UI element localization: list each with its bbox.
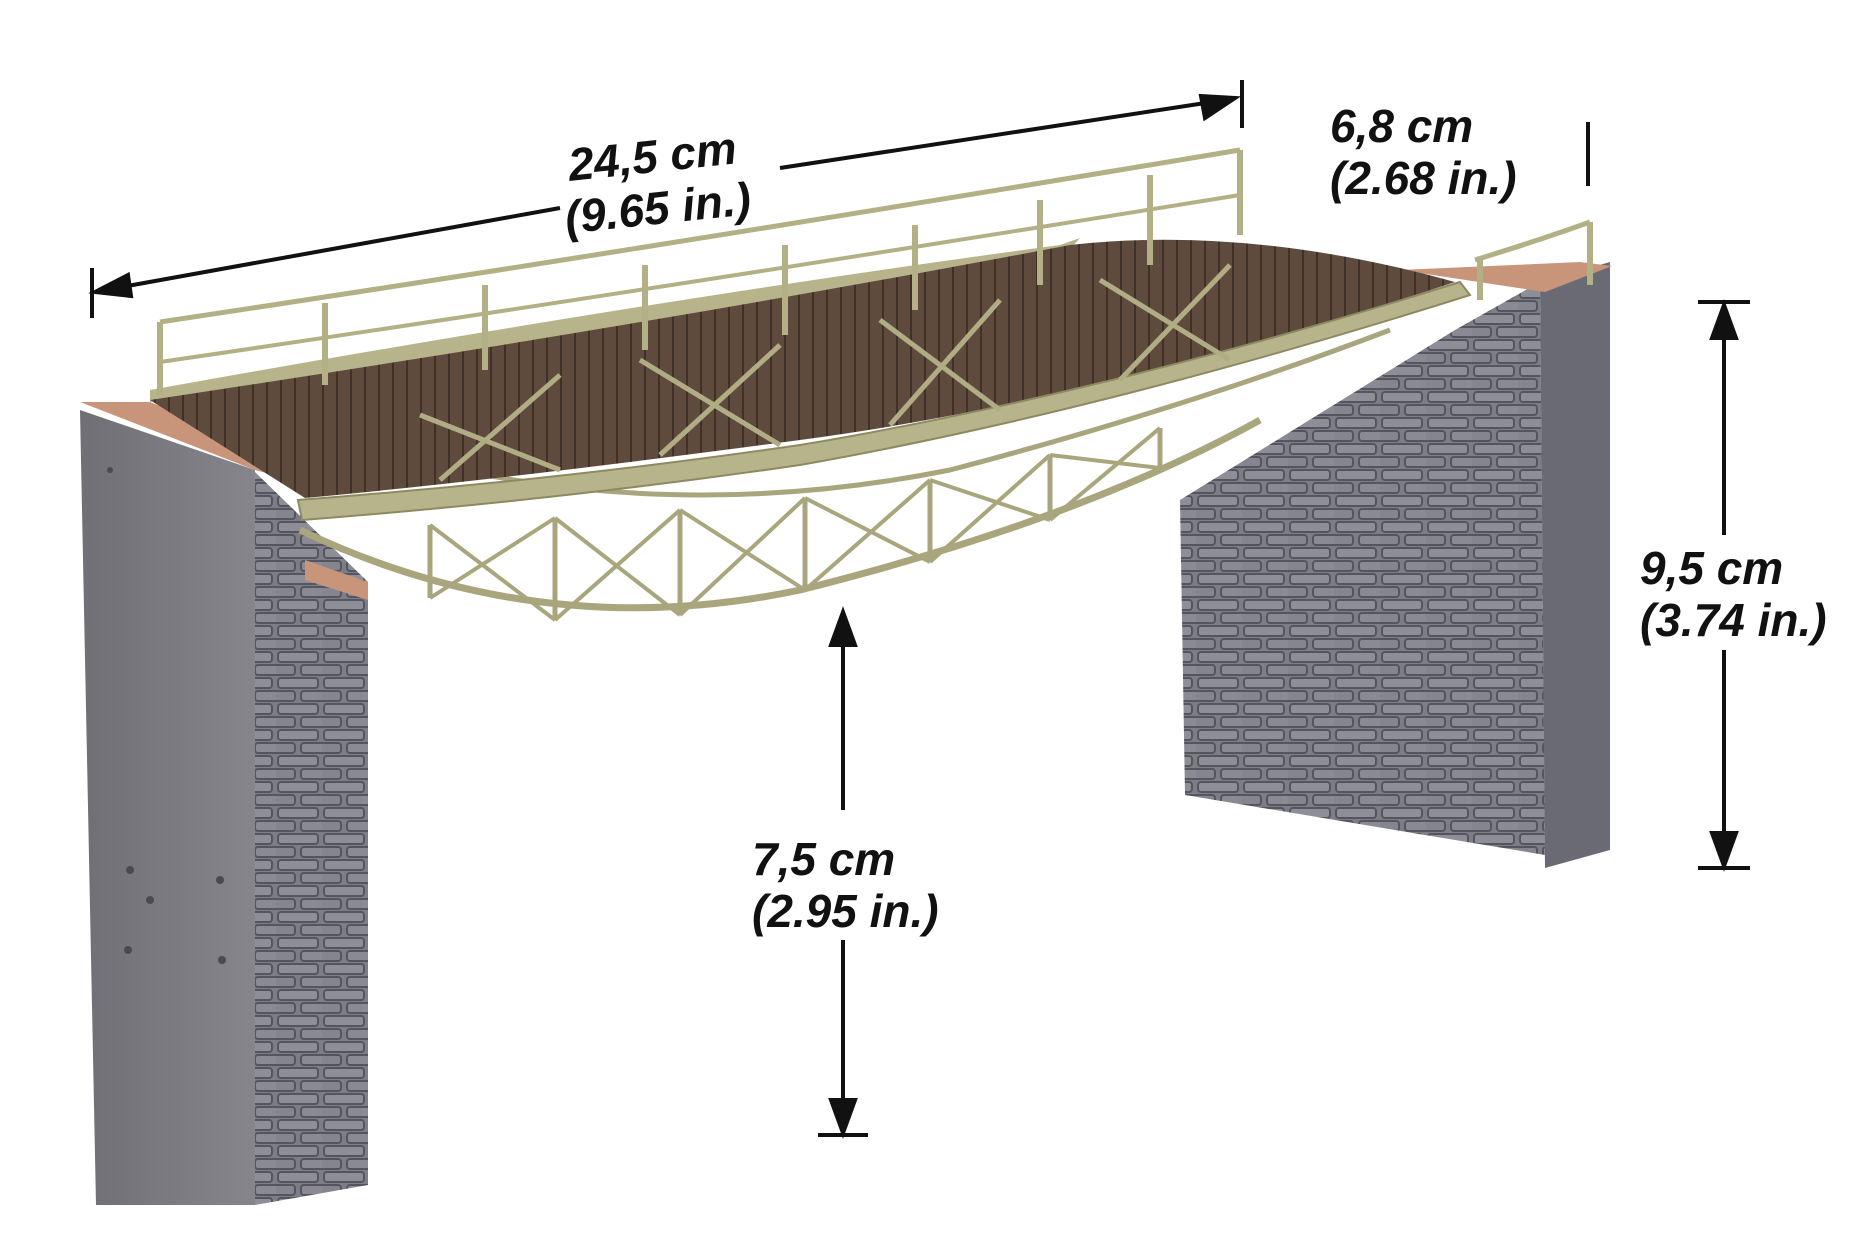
right-abutment <box>1180 262 1612 868</box>
clearance-metric: 7,5 cm <box>752 833 896 885</box>
height-imperial: (3.74 in.) <box>1640 594 1827 646</box>
width-imperial: (2.68 in.) <box>1330 152 1517 204</box>
deck-front-girder <box>296 280 1472 522</box>
truss-verticals <box>427 428 1163 620</box>
railing-top-rail <box>159 147 1241 325</box>
bridge-deck <box>150 238 1472 522</box>
right-abutment-side-face <box>1540 262 1610 868</box>
height-arrow-up-icon <box>1709 299 1739 340</box>
right-abutment-front-face <box>1180 282 1545 855</box>
height-dimension-label: 9,5 cm (3.74 in.) <box>1640 542 1840 646</box>
width-dimension-label: 6,8 cm (2.68 in.) <box>1330 100 1530 204</box>
length-dimension-line-right <box>779 98 1226 170</box>
left-abutment-brick-face <box>255 472 368 1205</box>
length-arrow-left-icon <box>88 271 134 299</box>
clearance-imperial: (2.95 in.) <box>752 885 939 937</box>
clearance-arrow-down-icon <box>828 1098 858 1139</box>
bottom-chord-rear <box>459 327 1391 498</box>
front-railing-top-rail <box>1474 219 1591 263</box>
clearance-arrow-up-icon <box>828 606 858 647</box>
deck-cross-bracing <box>419 263 1232 482</box>
bridge-railing <box>157 147 1593 395</box>
left-abutment-concrete-face <box>80 410 255 1205</box>
lower-truss <box>298 327 1391 622</box>
left-abutment <box>80 402 368 1205</box>
concrete-tie-holes <box>107 467 226 964</box>
railing-mid-rail <box>159 193 1241 364</box>
height-arrow-down-icon <box>1709 831 1739 872</box>
height-metric: 9,5 cm <box>1640 542 1784 594</box>
clearance-dimension-label: 7,5 cm (2.95 in.) <box>752 833 952 937</box>
truss-diagonals <box>428 426 1162 622</box>
deck-rear-edge <box>150 238 1080 402</box>
bottom-chord <box>298 416 1262 612</box>
dimension-lines <box>88 80 1750 1139</box>
length-dimension-line-left <box>104 206 561 292</box>
width-metric: 6,8 cm <box>1330 100 1474 152</box>
length-arrow-right-icon <box>1198 93 1242 122</box>
railing-posts <box>157 150 1243 395</box>
right-abutment-cap <box>1400 262 1612 292</box>
left-abutment-seat <box>305 560 368 600</box>
deck-planking <box>150 239 1455 499</box>
